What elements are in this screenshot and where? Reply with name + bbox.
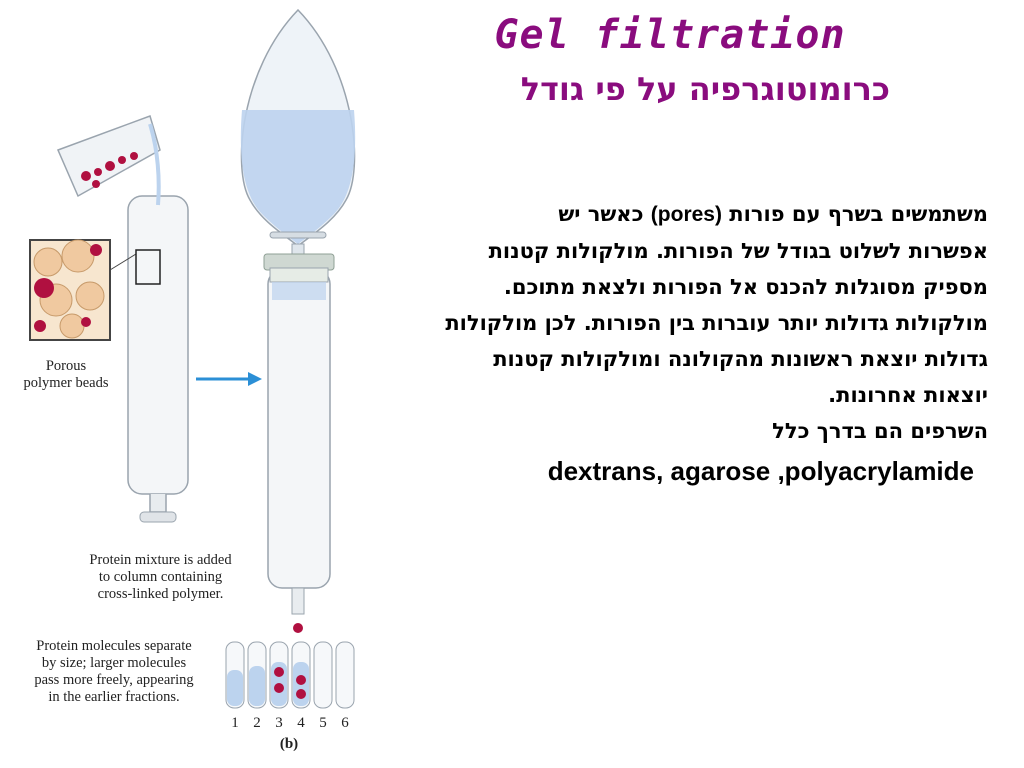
collection-tube: [313, 641, 333, 709]
inset-leader: [109, 253, 137, 271]
caption-mixture-line: Protein mixture is added: [89, 552, 232, 568]
body-line-1: משתמשים בשרף עם פורות (pores) כאשר יש: [300, 196, 988, 233]
beaker-protein: [118, 156, 126, 164]
tube-number: 5: [319, 715, 327, 731]
fraction-protein: [274, 667, 284, 677]
caption-separate-line: in the earlier fractions.: [48, 689, 180, 705]
inset-protein: [81, 317, 91, 327]
tube-buffer: [249, 666, 265, 706]
inset-bead: [33, 247, 63, 277]
beaker-protein: [92, 180, 100, 188]
caption-beads-line: polymer beads: [23, 375, 109, 391]
tube-number: 1: [231, 715, 239, 731]
beaker: [56, 115, 161, 198]
caption-mixture: Protein mixture is added to column conta…: [58, 552, 263, 603]
inset-zoom-box: [135, 249, 161, 285]
beaker-protein: [130, 152, 138, 160]
body-line-4: מולקולות גדולות יותר עוברות בין הפורות. …: [445, 311, 988, 335]
body-line-2: אפשרות לשלוט בגודל של הפורות. מולקולות ק…: [488, 239, 988, 263]
inset-bead: [75, 281, 105, 311]
inset-protein: [34, 278, 54, 298]
collection-tube: [335, 641, 355, 709]
panel-label: (b): [279, 736, 299, 752]
column-1-outlet: [149, 494, 167, 513]
caption-separate-line: by size; larger molecules: [41, 655, 187, 671]
caption-mixture-line: to column containing: [98, 569, 223, 585]
caption-separate: Protein molecules separate by size; larg…: [0, 638, 228, 706]
fraction-protein: [296, 675, 306, 685]
column-1-glass: [127, 195, 189, 495]
arrow-head: [248, 372, 262, 386]
tube-number: 4: [297, 715, 305, 731]
beaker-protein: [94, 168, 102, 176]
body-line-7: השרפים הם בדרך כלל: [772, 419, 988, 443]
body-line-6: יוצאות אחרונות.: [828, 383, 988, 407]
body-line-1-pores: (pores): [650, 203, 722, 226]
eluate-drop: [293, 623, 303, 633]
caption-separate-line: pass more freely, appearing: [34, 672, 194, 688]
beaker-protein: [81, 171, 91, 181]
body-line-5: גדולות יוצאת ראשונות מהקולונה ומולקולות …: [493, 347, 988, 371]
beaker-protein: [105, 161, 115, 171]
inset-protein: [90, 244, 102, 256]
caption-mixture-line: cross-linked polymer.: [97, 586, 224, 602]
fraction-protein: [274, 683, 284, 693]
inset-protein: [34, 320, 46, 332]
body-line-1-part-a: משתמשים בשרף עם פורות: [729, 202, 988, 226]
column-2-buffer: [272, 282, 326, 300]
caption-separate-line: Protein molecules separate: [36, 638, 192, 654]
body-text: משתמשים בשרף עם פורות (pores) כאשר יש אפ…: [300, 196, 988, 489]
tube-number: 2: [253, 715, 261, 731]
tube-number: 3: [275, 715, 283, 731]
column-1-stopcock: [139, 511, 177, 523]
gel-filtration-figure: [29, 8, 356, 709]
body-line-3: מספיק מסוגלות להכנס אל הפורות ולצאת מתוכ…: [503, 275, 988, 299]
body-line-1-part-b: כאשר יש: [558, 202, 644, 226]
body-line-8: dextrans, agarose ,polyacrylamide: [547, 456, 974, 486]
inset-bead: [59, 313, 85, 339]
pour-stream: [148, 123, 161, 206]
tube-number: 6: [341, 715, 349, 731]
tube-buffer: [227, 670, 243, 706]
column-2-outlet: [291, 587, 305, 615]
inset-bead: [61, 239, 95, 273]
slide-title: Gel filtration: [494, 12, 846, 58]
funnel-stopcock: [269, 231, 327, 239]
caption-beads-line: Porous: [45, 358, 87, 374]
slide-subtitle: כרומוטוגרפיה על פי גודל: [520, 70, 890, 108]
fraction-protein: [296, 689, 306, 699]
caption-beads: Porous polymer beads: [0, 358, 132, 392]
funnel-buffer: [240, 110, 356, 244]
